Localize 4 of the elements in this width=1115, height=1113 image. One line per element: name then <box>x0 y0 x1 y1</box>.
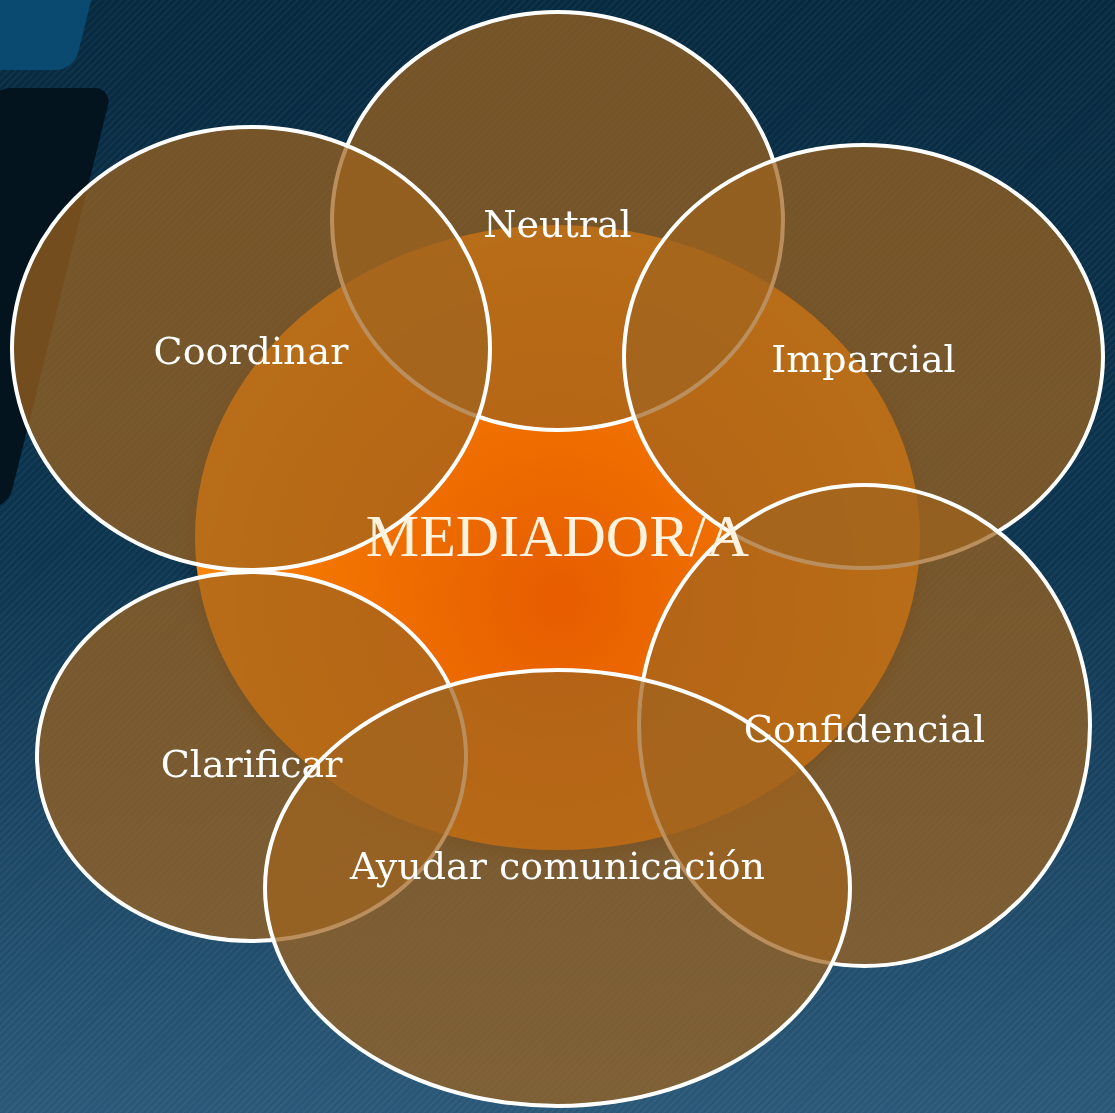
concept-label: Imparcial <box>770 337 957 383</box>
concept-label: Coordinar <box>152 329 350 375</box>
concept-label: Ayudar comunicación <box>348 844 767 890</box>
concept-label: Neutral <box>482 202 633 248</box>
